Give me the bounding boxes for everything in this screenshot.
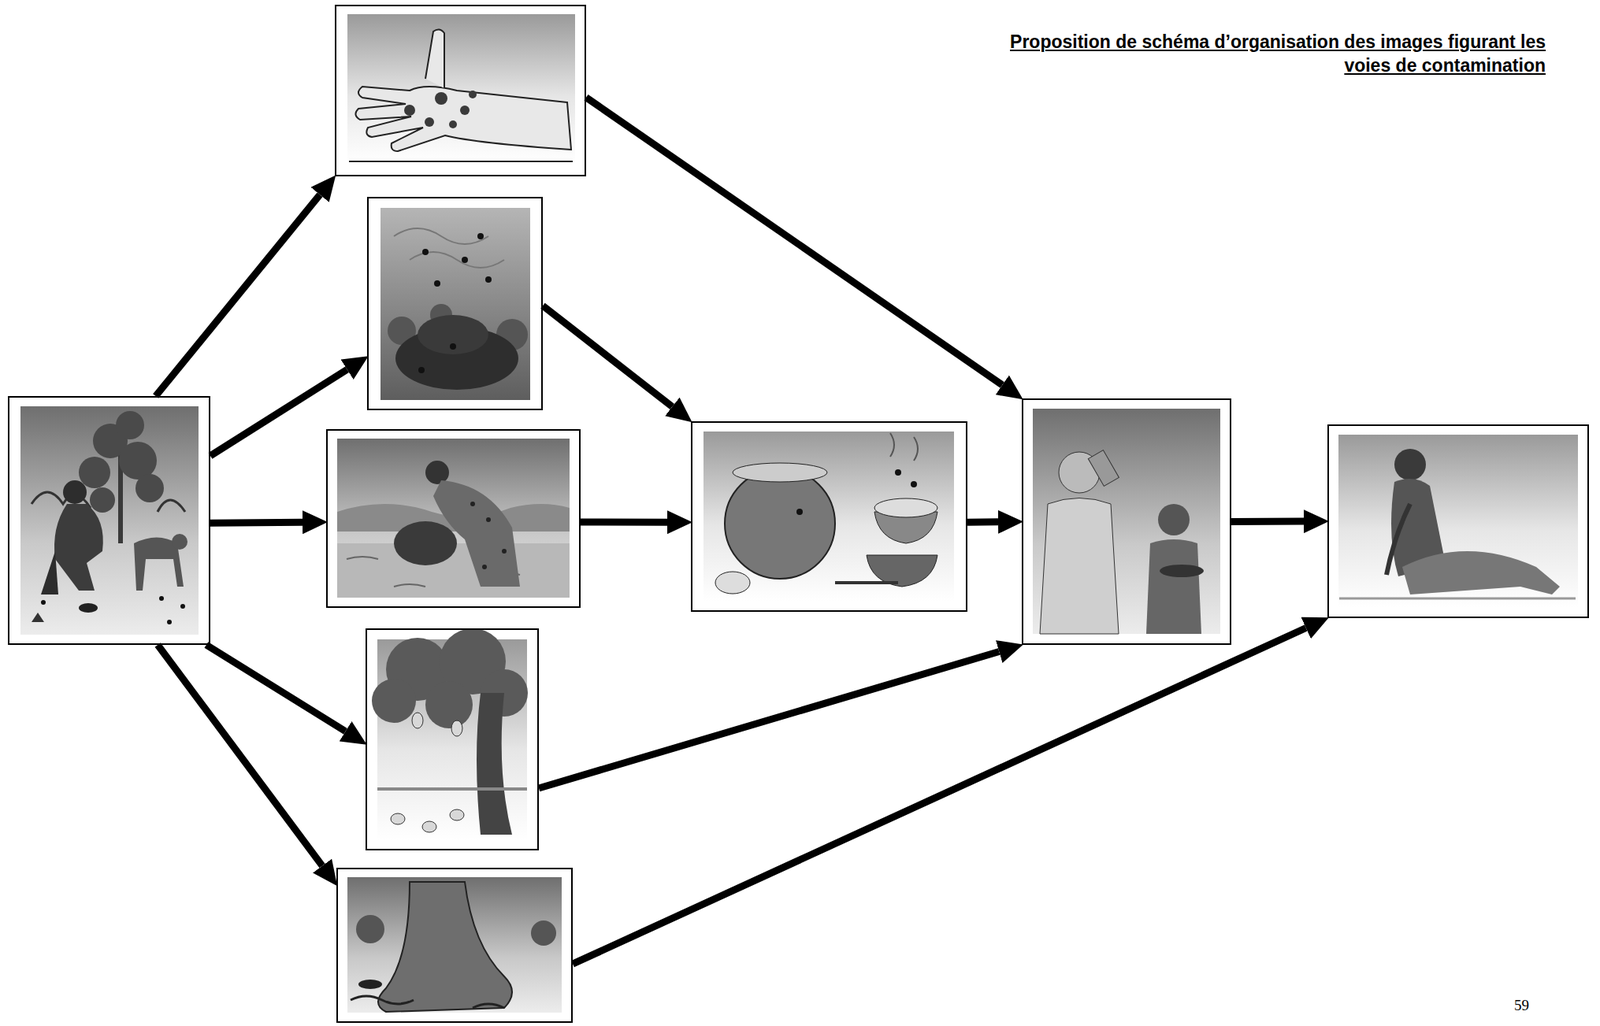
arrow-connector [538,652,999,790]
arrow-connector [580,519,668,527]
arrow-connector [572,628,1307,966]
arrow-connector [157,645,323,867]
page-number: 59 [1514,997,1530,1015]
page-title: Proposition de schéma d’organisation des… [1002,29,1546,78]
open-defecation-picture [20,406,199,635]
food-pot-box [690,421,968,613]
faeces-flies-box [367,196,543,411]
bare-foot-box [336,868,573,1024]
arrow-connector [542,305,672,407]
arrow-connector [967,518,999,526]
drinking-eating-picture [1032,408,1221,635]
arrow-connector [586,97,1003,386]
bare-foot-picture [347,877,562,1014]
arrow-connector [206,645,346,732]
dirty-hand-box [334,4,587,177]
arrow-connector [1231,518,1304,526]
food-pot-picture [703,431,955,602]
sick-person-picture [1338,434,1578,609]
open-defecation-box [7,396,211,646]
water-fetching-box [326,429,581,609]
eating-drinking-box [1021,398,1232,646]
sick-person-box [1327,424,1589,619]
faeces-flies-picture [380,207,531,401]
dirty-hand-picture [347,14,576,164]
water-fetching-picture [337,438,570,598]
mango-tree-picture [371,628,528,841]
fallen-fruit-box [365,628,539,851]
arrow-connector [155,194,320,397]
arrow-connector [210,519,303,528]
